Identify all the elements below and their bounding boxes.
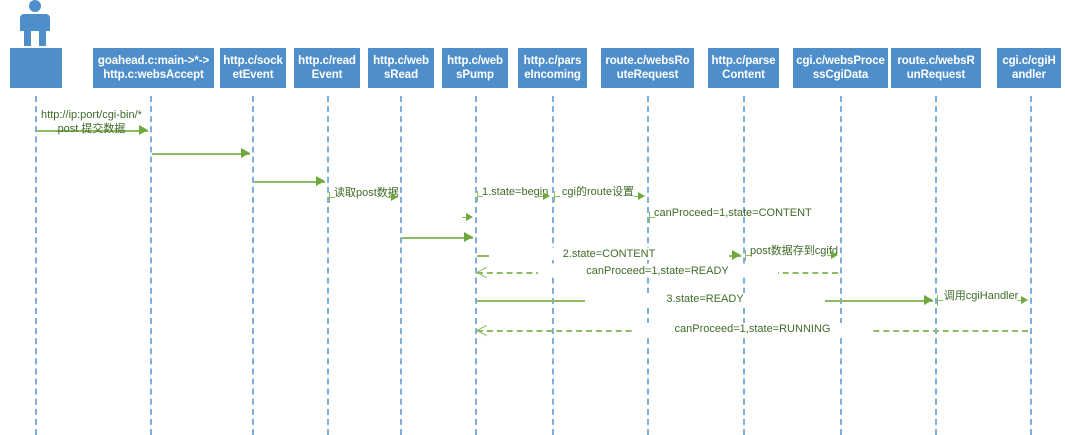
actor-head-icon <box>29 0 41 12</box>
lifeline-header-websrouterequest[interactable]: route.c/websRouteRequest <box>601 48 694 88</box>
message-line-segment <box>634 196 639 197</box>
message-line-segment <box>937 300 943 301</box>
lifeline-socketevent <box>252 96 254 435</box>
arrowhead-right-icon <box>543 192 550 200</box>
lifeline-websread <box>400 96 402 435</box>
lifeline-header-label: http.c/parseContent <box>711 55 776 81</box>
arrowhead-right-icon <box>924 295 933 305</box>
message-line-segment <box>329 197 335 198</box>
message-label-m12: 3.state=READY <box>585 293 825 305</box>
message-label: 读取post数据 <box>334 187 399 199</box>
lifeline-header-websprocesscgidata[interactable]: cgi.c/websProcessCgiData <box>793 48 888 88</box>
message-label: post数据存到cgifd <box>750 245 839 257</box>
message-line-segment <box>827 255 832 256</box>
message-label: cgi的route设置 <box>561 186 635 198</box>
actor-leg-right-icon <box>39 30 46 46</box>
arrowhead-right-icon <box>732 250 741 260</box>
message-line-segment <box>554 196 560 197</box>
message-label-line2: post 提交数据 <box>57 123 126 135</box>
lifeline-header-websread[interactable]: http.c/websRead <box>368 48 434 88</box>
message-line-segment <box>649 217 655 218</box>
message-label: 1.state=begin <box>482 186 549 198</box>
lifeline-header-label: http.c/websRead <box>373 55 429 81</box>
lifeline-header-webspump[interactable]: http.c/websPump <box>442 48 508 88</box>
message-line-segment <box>1017 300 1022 301</box>
message-label: canProceed=1,state=CONTENT <box>654 207 812 219</box>
lifeline-header-actor[interactable] <box>10 48 62 88</box>
arrowhead-right-icon <box>638 192 645 200</box>
message-line-segment <box>462 217 467 218</box>
lifeline-header-label: cgi.c/cgiHandler <box>1002 55 1056 81</box>
lifeline-header-label: goahead.c:main->*->http.c:websAccept <box>97 55 210 81</box>
lifeline-header-websaccept[interactable]: goahead.c:main->*->http.c:websAccept <box>93 48 214 88</box>
arrowhead-left-icon <box>477 266 488 278</box>
lifeline-header-label: http.c/readEvent <box>298 55 356 81</box>
message-label-m11: canProceed=1,state=READY <box>537 265 778 277</box>
lifeline-header-label: cgi.c/websProcessCgiData <box>796 55 885 81</box>
lifeline-actor <box>35 96 37 435</box>
lifeline-cgihandler <box>1030 96 1032 435</box>
arrowhead-right-icon <box>831 251 838 259</box>
arrowhead-right-icon <box>241 148 250 158</box>
arrowhead-left-icon <box>477 324 488 336</box>
message-line-segment <box>387 197 392 198</box>
message-line-segment <box>539 196 544 197</box>
lifeline-websrunrequest <box>935 96 937 435</box>
lifeline-header-label: http.c/parseIncoming <box>523 55 582 81</box>
arrowhead-right-icon <box>316 176 325 186</box>
lifeline-webspump <box>475 96 477 435</box>
arrowhead-right-icon <box>139 125 148 135</box>
arrowhead-right-icon <box>466 213 473 221</box>
message-label: 调用cgiHandler <box>943 290 1019 302</box>
lifeline-header-label: route.c/websRouteRequest <box>605 55 690 81</box>
lifeline-header-readevent[interactable]: http.c/readEvent <box>294 48 360 88</box>
lifeline-header-parseincoming[interactable]: http.c/parseIncoming <box>518 48 587 88</box>
arrowhead-right-icon <box>1021 296 1028 304</box>
lifeline-websaccept <box>150 96 152 435</box>
lifeline-websprocesscgidata <box>840 96 842 435</box>
lifeline-readevent <box>327 96 329 435</box>
lifeline-header-socketevent[interactable]: http.c/socketEvent <box>220 48 286 88</box>
lifeline-header-label: http.c/websPump <box>447 55 503 81</box>
lifeline-header-parsecontent[interactable]: http.c/parseContent <box>708 48 779 88</box>
arrowhead-right-icon <box>464 232 473 242</box>
lifeline-header-websrunrequest[interactable]: route.c/websRunRequest <box>891 48 981 88</box>
message-line-segment <box>745 255 751 256</box>
actor-icon <box>12 0 58 46</box>
lifeline-header-cgihandler[interactable]: cgi.c/cgiHandler <box>997 48 1061 88</box>
message-label-line1: http://ip:port/cgi-bin/* <box>41 109 142 121</box>
actor-body-icon <box>20 14 50 31</box>
message-line-segment <box>477 196 483 197</box>
message-label-m14: canProceed=1,state=RUNNING <box>632 323 873 335</box>
lifeline-header-label: route.c/websRunRequest <box>897 55 975 81</box>
arrowhead-right-icon <box>391 193 398 201</box>
lifeline-header-label: http.c/socketEvent <box>223 55 283 81</box>
actor-leg-left-icon <box>24 30 31 46</box>
message-label-m1: http://ip:port/cgi-bin/* post 提交数据 <box>39 108 144 136</box>
message-label-m9: 2.state=CONTENT <box>489 248 729 260</box>
